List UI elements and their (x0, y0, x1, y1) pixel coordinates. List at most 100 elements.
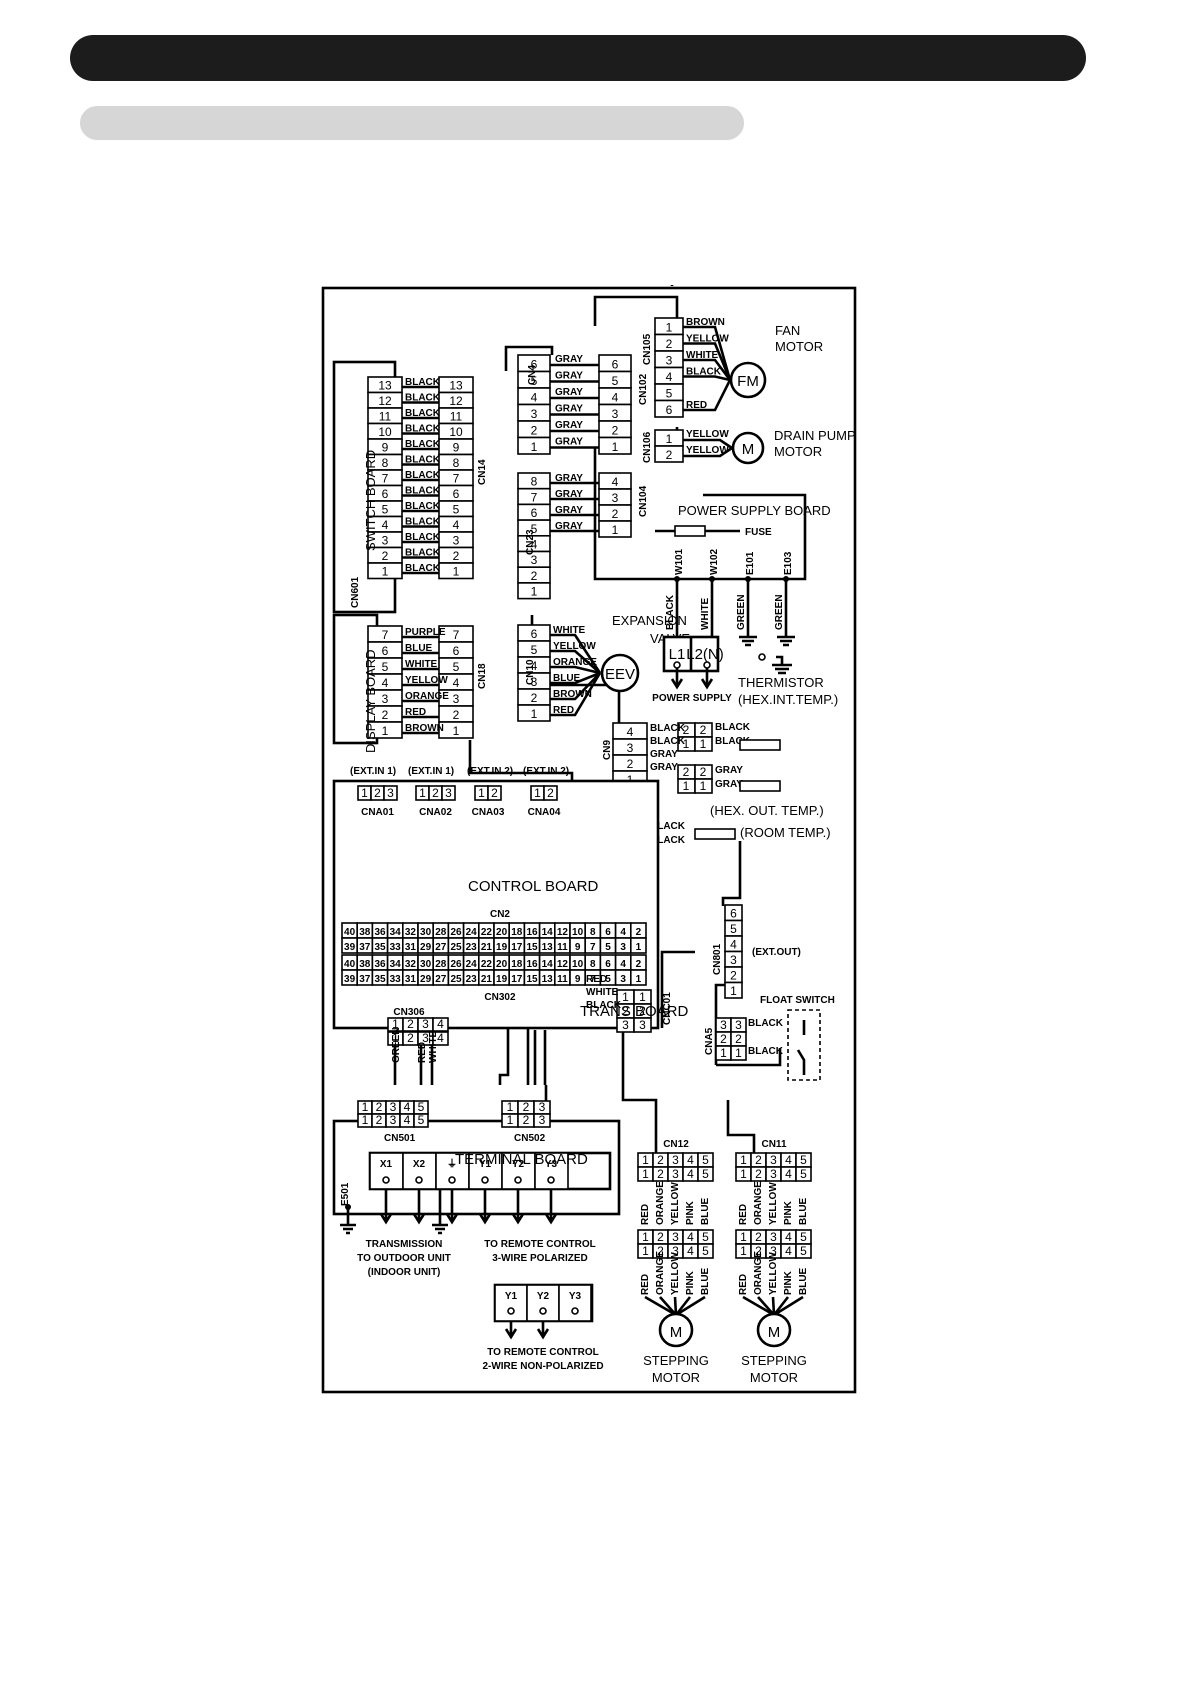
switch-wire-color: BLACK (405, 408, 441, 419)
earth-terminal (758, 653, 766, 661)
cnc01-pins-right-pin (633, 1017, 652, 1033)
cn501-top-pins-pin-label: 4 (404, 1100, 411, 1114)
switch-wire-color: BLACK (405, 548, 441, 559)
drain-pump-m-text: M (742, 441, 755, 458)
fan-wire-color: YELLOW (686, 334, 729, 345)
cn14-pins-pin-label: 4 (453, 518, 460, 532)
cn501-bottom-pins-pin-label: 1 (362, 1113, 369, 1127)
cn2-even-pins-pin-label: 28 (435, 927, 447, 938)
switch-wire-color: BLACK (405, 377, 441, 388)
cn11-mid-bottom-pins-pin-label: 2 (755, 1244, 762, 1258)
cna-pins-pin-label: 2 (374, 786, 381, 800)
cn11-top-pins-pin-label: 2 (755, 1153, 762, 1167)
cn8-wire-color: BLACK (650, 835, 686, 846)
fan-wire-color: RED (686, 400, 707, 411)
fan-wire (683, 342, 732, 381)
power-wire-color: BLACK (665, 594, 676, 630)
cn501-bottom-pins-pin-label: 2 (376, 1113, 383, 1127)
cn12-mid-top-pins-pin-label: 3 (672, 1230, 679, 1244)
cn14-pins-pin (438, 562, 474, 580)
cn10-pins-pin-label: 2 (531, 691, 538, 705)
cn104-pins-pin (598, 520, 632, 538)
cn302-even-pins-pin-label: 10 (572, 959, 584, 970)
cn23-wire-color: GRAY (555, 489, 583, 500)
eev-text: EEV (605, 666, 635, 683)
cn23-wire-color: GRAY (555, 473, 583, 484)
thermistor-int-pin-label: 2 (700, 723, 707, 737)
cn12-wire-color: YELLOW (670, 1182, 681, 1225)
display-wire-color: WHITE (405, 659, 438, 670)
cn12-top-pins-pin-label: 1 (642, 1153, 649, 1167)
cn502-label: CN502 (514, 1133, 546, 1144)
cn4-wire-color: GRAY (555, 420, 583, 431)
cn12-motor-m-text: M (670, 1324, 683, 1341)
cn23-pins-pin (517, 582, 551, 600)
cn12-wire-color: PINK (685, 1200, 696, 1225)
terminal-arrow (478, 1189, 492, 1225)
cn11-mid-top-pins-pin-label: 3 (770, 1230, 777, 1244)
terminal-block-label: Y1 (479, 1159, 492, 1170)
cn10-label: CN10 (525, 659, 536, 685)
cn302-even-pins-pin-label: 22 (481, 959, 493, 970)
cn104-label: CN104 (638, 485, 649, 517)
cn12-motor-symbol (658, 1312, 694, 1348)
fan-wire (683, 375, 731, 382)
thermistor-out-pin-label: 2 (683, 765, 690, 779)
cn302-even-pins-pin-label: 8 (590, 959, 596, 970)
switch-board-pins-pin-label: 3 (382, 534, 389, 548)
cn2-odd-pins-pin-label: 19 (496, 942, 508, 953)
cn2-even-pins-pin-label: 34 (390, 927, 402, 938)
thermistor-int-element (739, 739, 781, 751)
cn11-mid-top-pins-pin-label: 2 (755, 1230, 762, 1244)
cn11-motor-wire-color: ORANGE (753, 1251, 764, 1295)
fan-wire (683, 379, 732, 412)
remote-3wire-note: 3-WIRE POLARIZED (492, 1253, 588, 1264)
cn302-even-pins-pin-label: 30 (420, 959, 432, 970)
remote-2wire-note: TO REMOTE CONTROL (487, 1347, 598, 1358)
terminal-arrow (445, 1189, 459, 1225)
cn18-pins-pin-label: 6 (453, 644, 460, 658)
stepper-wire (771, 1296, 776, 1316)
stepper-wire (772, 1296, 790, 1316)
terminal-screw (382, 1176, 390, 1184)
cn11-mid-top-pins-pin-label: 1 (740, 1230, 747, 1244)
cn306-bottom-pins-pin-label: 4 (437, 1031, 444, 1045)
cn2-odd-pins-pin-label: 31 (405, 942, 417, 953)
cn12-bottom-pins-pin-label: 4 (687, 1167, 694, 1181)
display-board-pins-pin-label: 2 (382, 708, 389, 722)
cnc01-wire-color: BLACK (586, 1000, 622, 1011)
cna5-pins-right-pin-label: 3 (735, 1018, 742, 1032)
cn14-pins-pin-label: 3 (453, 534, 460, 548)
thermistor-out-pin-label: 1 (683, 779, 690, 793)
cn302-odd-pins-pin (629, 969, 647, 986)
cn14-pins-pin-label: 2 (453, 549, 460, 563)
diagram-content: CN6011312111098765432113121110987654321C… (332, 285, 856, 1385)
cn10-pins-pin-label: 5 (531, 643, 538, 657)
cna5-pins-right-pin-label: 2 (735, 1032, 742, 1046)
cn4-pins-pin (517, 436, 551, 455)
cn306-wire-color: RED (417, 1042, 428, 1063)
cn102-pins-pin-label: 5 (612, 374, 619, 388)
hex-out-wire-color: GRAY (715, 779, 743, 790)
drain-wire (683, 438, 733, 450)
remote-arrows (504, 1321, 550, 1340)
cn2-odd-pins-pin (629, 937, 647, 954)
cn306-label: CN306 (393, 1007, 425, 1018)
cn2-odd-pins-pin-label: 35 (374, 942, 386, 953)
cn12-motor-wire-color: ORANGE (655, 1251, 666, 1295)
wire-cn306-green (498, 1015, 510, 1085)
cn302-odd-pins-pin-label: 5 (605, 974, 611, 985)
cna-label: CNA03 (472, 807, 505, 818)
cn12-motor-wire-color: PINK (685, 1270, 696, 1295)
cn302-even-pins-pin-label: 18 (511, 959, 523, 970)
thermistor-label: (HEX.INT.TEMP.) (738, 692, 838, 707)
cn306-bottom-pins-pin-label: 3 (422, 1031, 429, 1045)
cn11-bottom-pins-pin-label: 5 (800, 1167, 807, 1181)
switch-wire-color: BLACK (405, 532, 441, 543)
cn302-even-pins-pin-label: 26 (450, 959, 462, 970)
eev-wire-color: ORANGE (553, 657, 597, 668)
cn12-mid-bottom-pins-pin-label: 2 (657, 1244, 664, 1258)
cn801-pins-pin-label: 1 (730, 984, 737, 998)
control-board-box (332, 779, 660, 1030)
cn11-wire-color: YELLOW (768, 1182, 779, 1225)
